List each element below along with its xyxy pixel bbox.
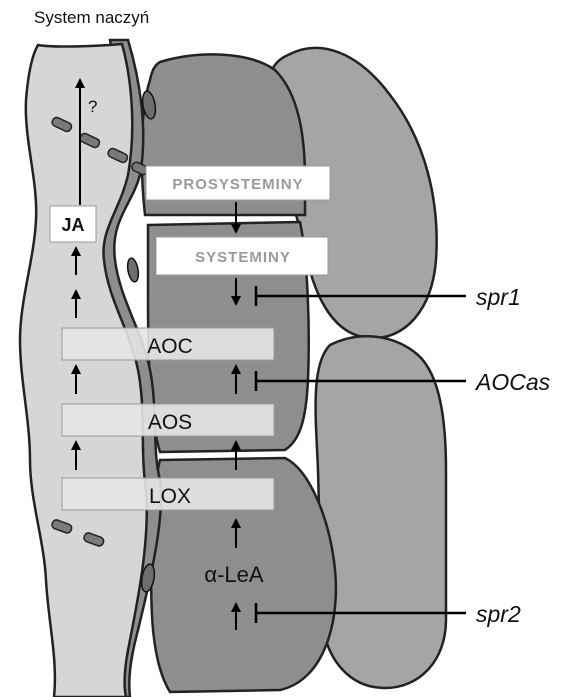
spr1-label: spr1 [476,284,521,310]
cell-right-lower [316,336,446,688]
prosysteminy-label: PROSYSTEMINY [172,176,303,193]
systeminy-label: SYSTEMINY [195,249,291,266]
spr2-label: spr2 [476,601,521,627]
unknown-step-label: ? [88,97,97,116]
aos-label: AOS [148,411,192,434]
aoc-label: AOC [147,335,193,358]
ja-label: JA [61,215,84,235]
lox-label: LOX [149,485,191,508]
alpha-lea-label: α-LeA [204,562,264,587]
aocas-label: AOCas [474,369,551,395]
